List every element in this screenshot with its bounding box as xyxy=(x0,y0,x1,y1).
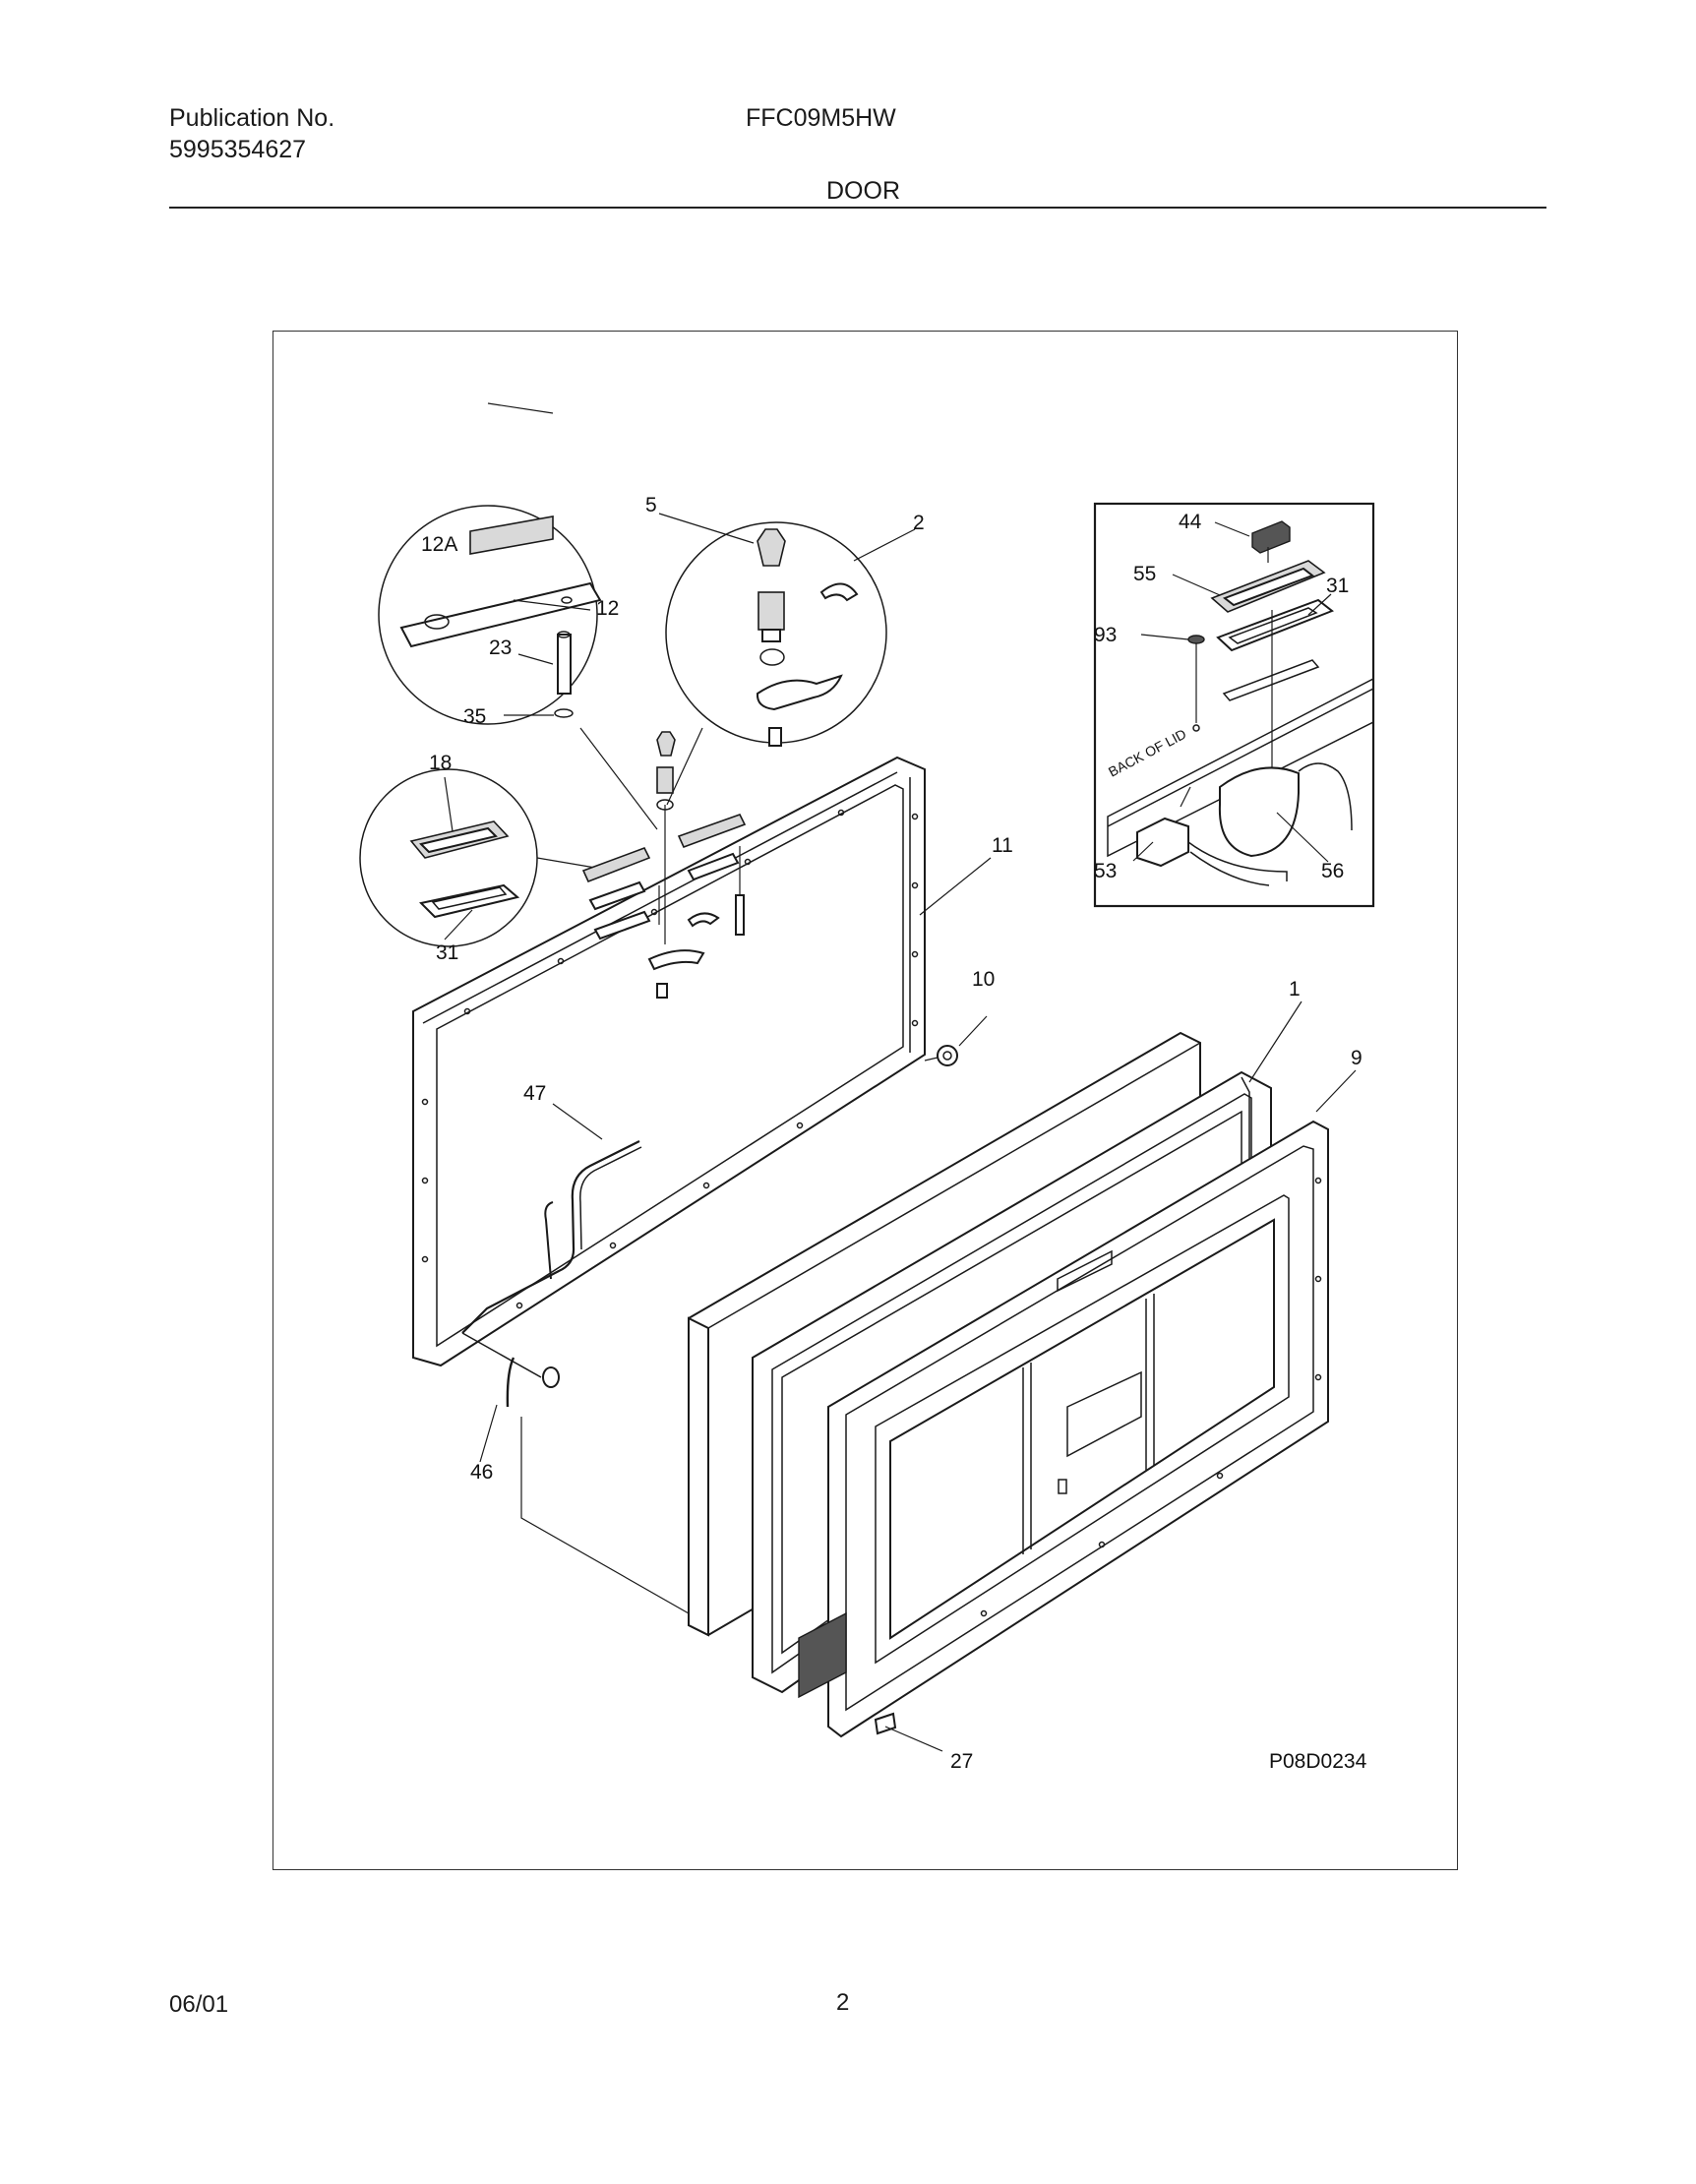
publication-label: Publication No. xyxy=(169,104,335,132)
bracket-56 xyxy=(1218,766,1300,858)
callout-23: 23 xyxy=(489,637,512,659)
callout-31-inset: 31 xyxy=(1326,575,1349,597)
diagram-frame xyxy=(273,331,1458,1870)
nut-10 xyxy=(924,1045,958,1066)
oring-35 xyxy=(554,708,574,718)
model-number: FFC09M5HW xyxy=(746,104,896,132)
rod-46 xyxy=(461,1332,560,1463)
section-title: DOOR xyxy=(826,177,900,205)
callout-55: 55 xyxy=(1133,563,1156,585)
screw-93 xyxy=(1187,635,1205,644)
detail-circle-handle xyxy=(378,505,602,725)
detail-circle-escutcheon xyxy=(359,768,538,947)
key-5 xyxy=(757,528,786,567)
door-liner-9 xyxy=(798,1120,1329,1738)
callout-47: 47 xyxy=(523,1082,546,1105)
callout-53: 53 xyxy=(1094,860,1117,882)
callout-44: 44 xyxy=(1179,511,1202,533)
callout-46: 46 xyxy=(470,1461,493,1484)
inset-back-of-lid xyxy=(1093,502,1375,908)
callout-12: 12 xyxy=(596,597,619,620)
lid-frame-11 xyxy=(412,731,926,1367)
figure-code: P08D0234 xyxy=(1269,1750,1367,1773)
callout-31-left: 31 xyxy=(436,941,458,964)
screw-27 xyxy=(874,1712,943,1752)
callout-5: 5 xyxy=(645,494,657,516)
heater-wire-47 xyxy=(461,1140,642,1334)
footer-date: 06/01 xyxy=(169,1991,229,2018)
callout-27: 27 xyxy=(950,1750,973,1773)
callout-9: 9 xyxy=(1351,1047,1363,1069)
callout-10: 10 xyxy=(972,968,995,991)
module-53 xyxy=(1136,817,1189,868)
header-rule xyxy=(169,207,1546,209)
back-of-lid-label: BACK OF LID xyxy=(1106,726,1188,780)
callout-11: 11 xyxy=(992,834,1013,857)
callout-93: 93 xyxy=(1094,624,1117,646)
callout-35: 35 xyxy=(463,705,486,728)
callout-56: 56 xyxy=(1321,860,1344,882)
callout-18: 18 xyxy=(429,752,452,774)
pin-23 xyxy=(557,634,572,695)
switch-44 xyxy=(1251,520,1291,554)
callout-12a: 12A xyxy=(421,533,457,556)
callout-2: 2 xyxy=(913,512,925,534)
publication-number: 5995354627 xyxy=(169,136,307,163)
callout-1: 1 xyxy=(1289,978,1301,1001)
callout-leaders xyxy=(444,402,1357,1140)
detail-circle-lock xyxy=(665,521,887,747)
footer-page-number: 2 xyxy=(836,1989,850,2016)
